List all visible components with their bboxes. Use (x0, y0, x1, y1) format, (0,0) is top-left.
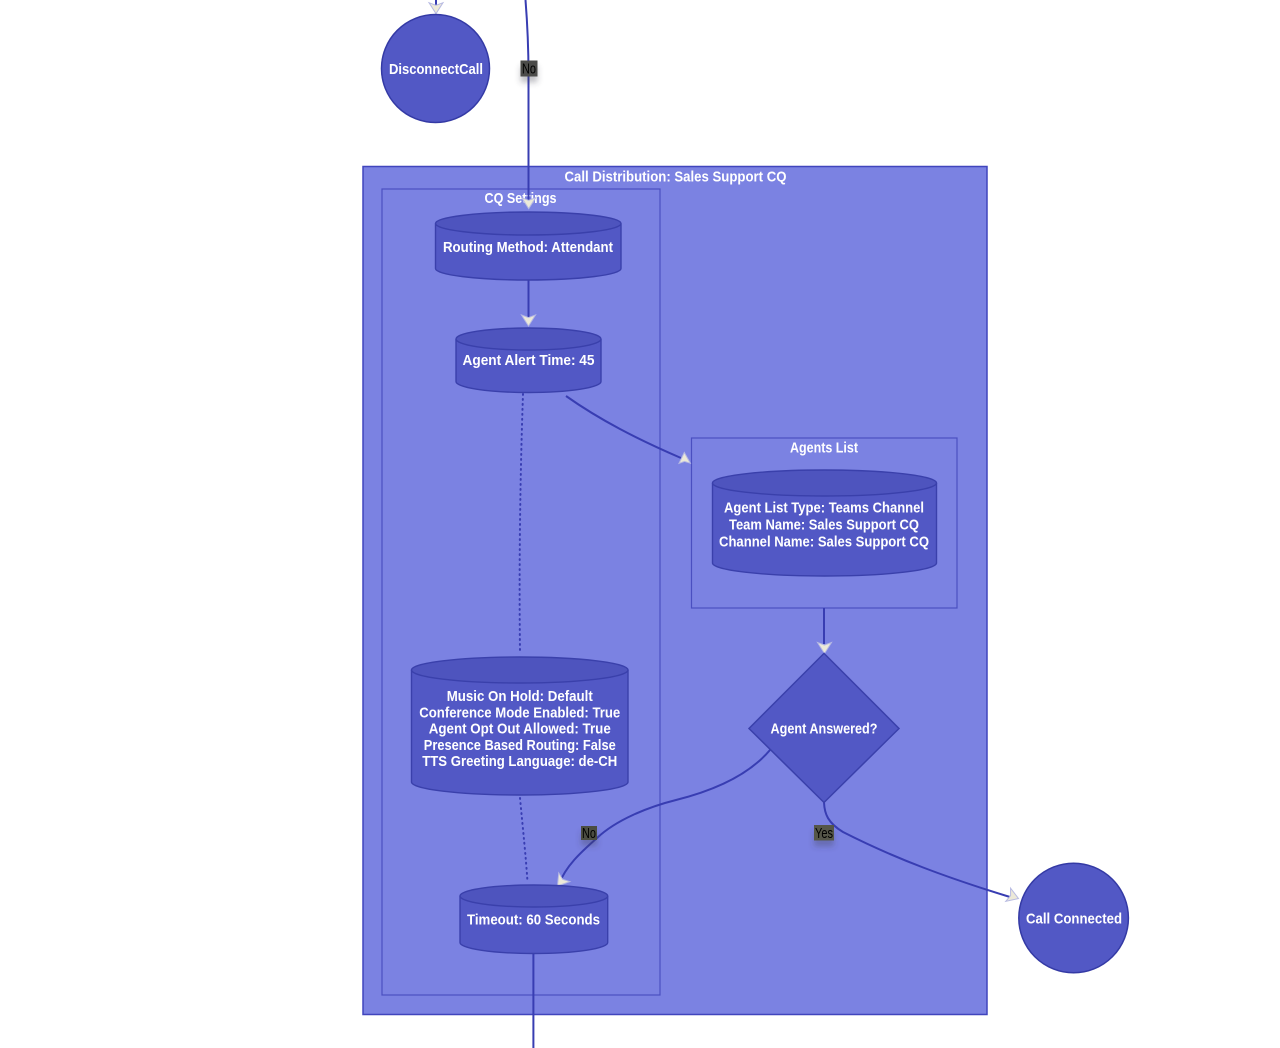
svg-text:CQ Settings: CQ Settings (485, 190, 557, 207)
svg-text:Presence Based Routing: False: Presence Based Routing: False (424, 737, 616, 754)
svg-text:Call Connected: Call Connected (1026, 911, 1122, 928)
svg-text:No: No (582, 825, 596, 842)
svg-text:Timeout: 60 Seconds: Timeout: 60 Seconds (467, 912, 600, 929)
svg-text:DisconnectCall: DisconnectCall (389, 61, 483, 78)
svg-text:TTS Greeting Language: de-CH: TTS Greeting Language: de-CH (422, 753, 617, 770)
svg-text:Agent Opt Out Allowed: True: Agent Opt Out Allowed: True (429, 721, 611, 738)
svg-text:Channel Name: Sales Support CQ: Channel Name: Sales Support CQ (719, 534, 929, 551)
svg-text:No: No (522, 61, 536, 78)
svg-text:Routing Method: Attendant: Routing Method: Attendant (443, 239, 613, 256)
svg-text:Call Distribution: Sales Suppo: Call Distribution: Sales Support CQ (565, 169, 787, 186)
svg-text:Team Name: Sales Support CQ: Team Name: Sales Support CQ (729, 517, 919, 534)
svg-text:Conference Mode Enabled: True: Conference Mode Enabled: True (419, 704, 620, 721)
svg-text:Agent Answered?: Agent Answered? (771, 721, 878, 738)
svg-text:Agent Alert Time: 45: Agent Alert Time: 45 (463, 352, 595, 369)
svg-text:Agent List Type: Teams Channel: Agent List Type: Teams Channel (724, 500, 924, 517)
svg-text:Music On Hold: Default: Music On Hold: Default (447, 688, 593, 705)
svg-text:Agents List: Agents List (790, 440, 858, 457)
svg-text:Yes: Yes (815, 825, 833, 842)
